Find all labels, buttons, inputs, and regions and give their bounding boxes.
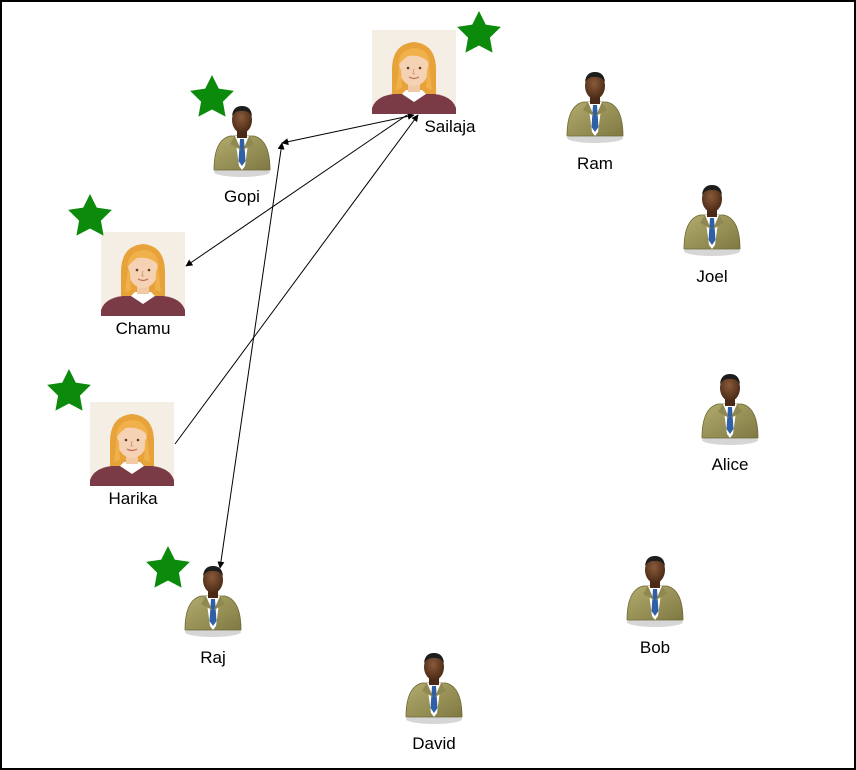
edge-harika-to-sailaja (174, 114, 419, 445)
person-node-sailaja: Sailaja (371, 11, 501, 136)
star-icon (47, 369, 91, 411)
female-avatar-icon (371, 29, 457, 115)
person-node-gopi: Gopi (190, 75, 271, 206)
person-label-gopi: Gopi (224, 187, 260, 206)
person-label-bob: Bob (640, 638, 670, 657)
edge-sailaja-to-chamu (185, 114, 408, 267)
person-node-chamu: Chamu (68, 194, 186, 338)
businessman-icon (683, 184, 741, 257)
businessman-icon (626, 555, 684, 628)
businessman-icon (184, 565, 242, 638)
female-avatar-icon (89, 401, 175, 487)
businessman-icon (566, 71, 624, 144)
person-node-joel: Joel (683, 184, 741, 286)
person-node-david: David (405, 652, 463, 753)
person-label-harika: Harika (108, 489, 158, 508)
edge-gopi-to-raj (217, 142, 285, 569)
person-label-ram: Ram (577, 154, 613, 173)
star-icon (68, 194, 112, 236)
person-node-alice: Alice (701, 373, 759, 474)
star-icon (190, 75, 234, 117)
businessman-icon (405, 652, 463, 725)
businessman-icon (701, 373, 759, 446)
businessman-icon (213, 105, 271, 178)
person-label-alice: Alice (712, 455, 749, 474)
person-label-sailaja: Sailaja (424, 117, 476, 136)
person-label-raj: Raj (200, 648, 226, 667)
star-icon (457, 11, 501, 53)
female-avatar-icon (100, 231, 186, 317)
person-node-raj: Raj (146, 546, 242, 667)
person-label-chamu: Chamu (116, 319, 171, 338)
person-node-ram: Ram (566, 71, 624, 173)
edges-layer (174, 112, 419, 569)
person-node-bob: Bob (626, 555, 684, 657)
star-icon (146, 546, 190, 588)
person-label-joel: Joel (696, 267, 727, 286)
person-label-david: David (412, 734, 455, 753)
person-node-harika: Harika (47, 369, 175, 508)
edge-gopi-to-sailaja (281, 112, 415, 146)
